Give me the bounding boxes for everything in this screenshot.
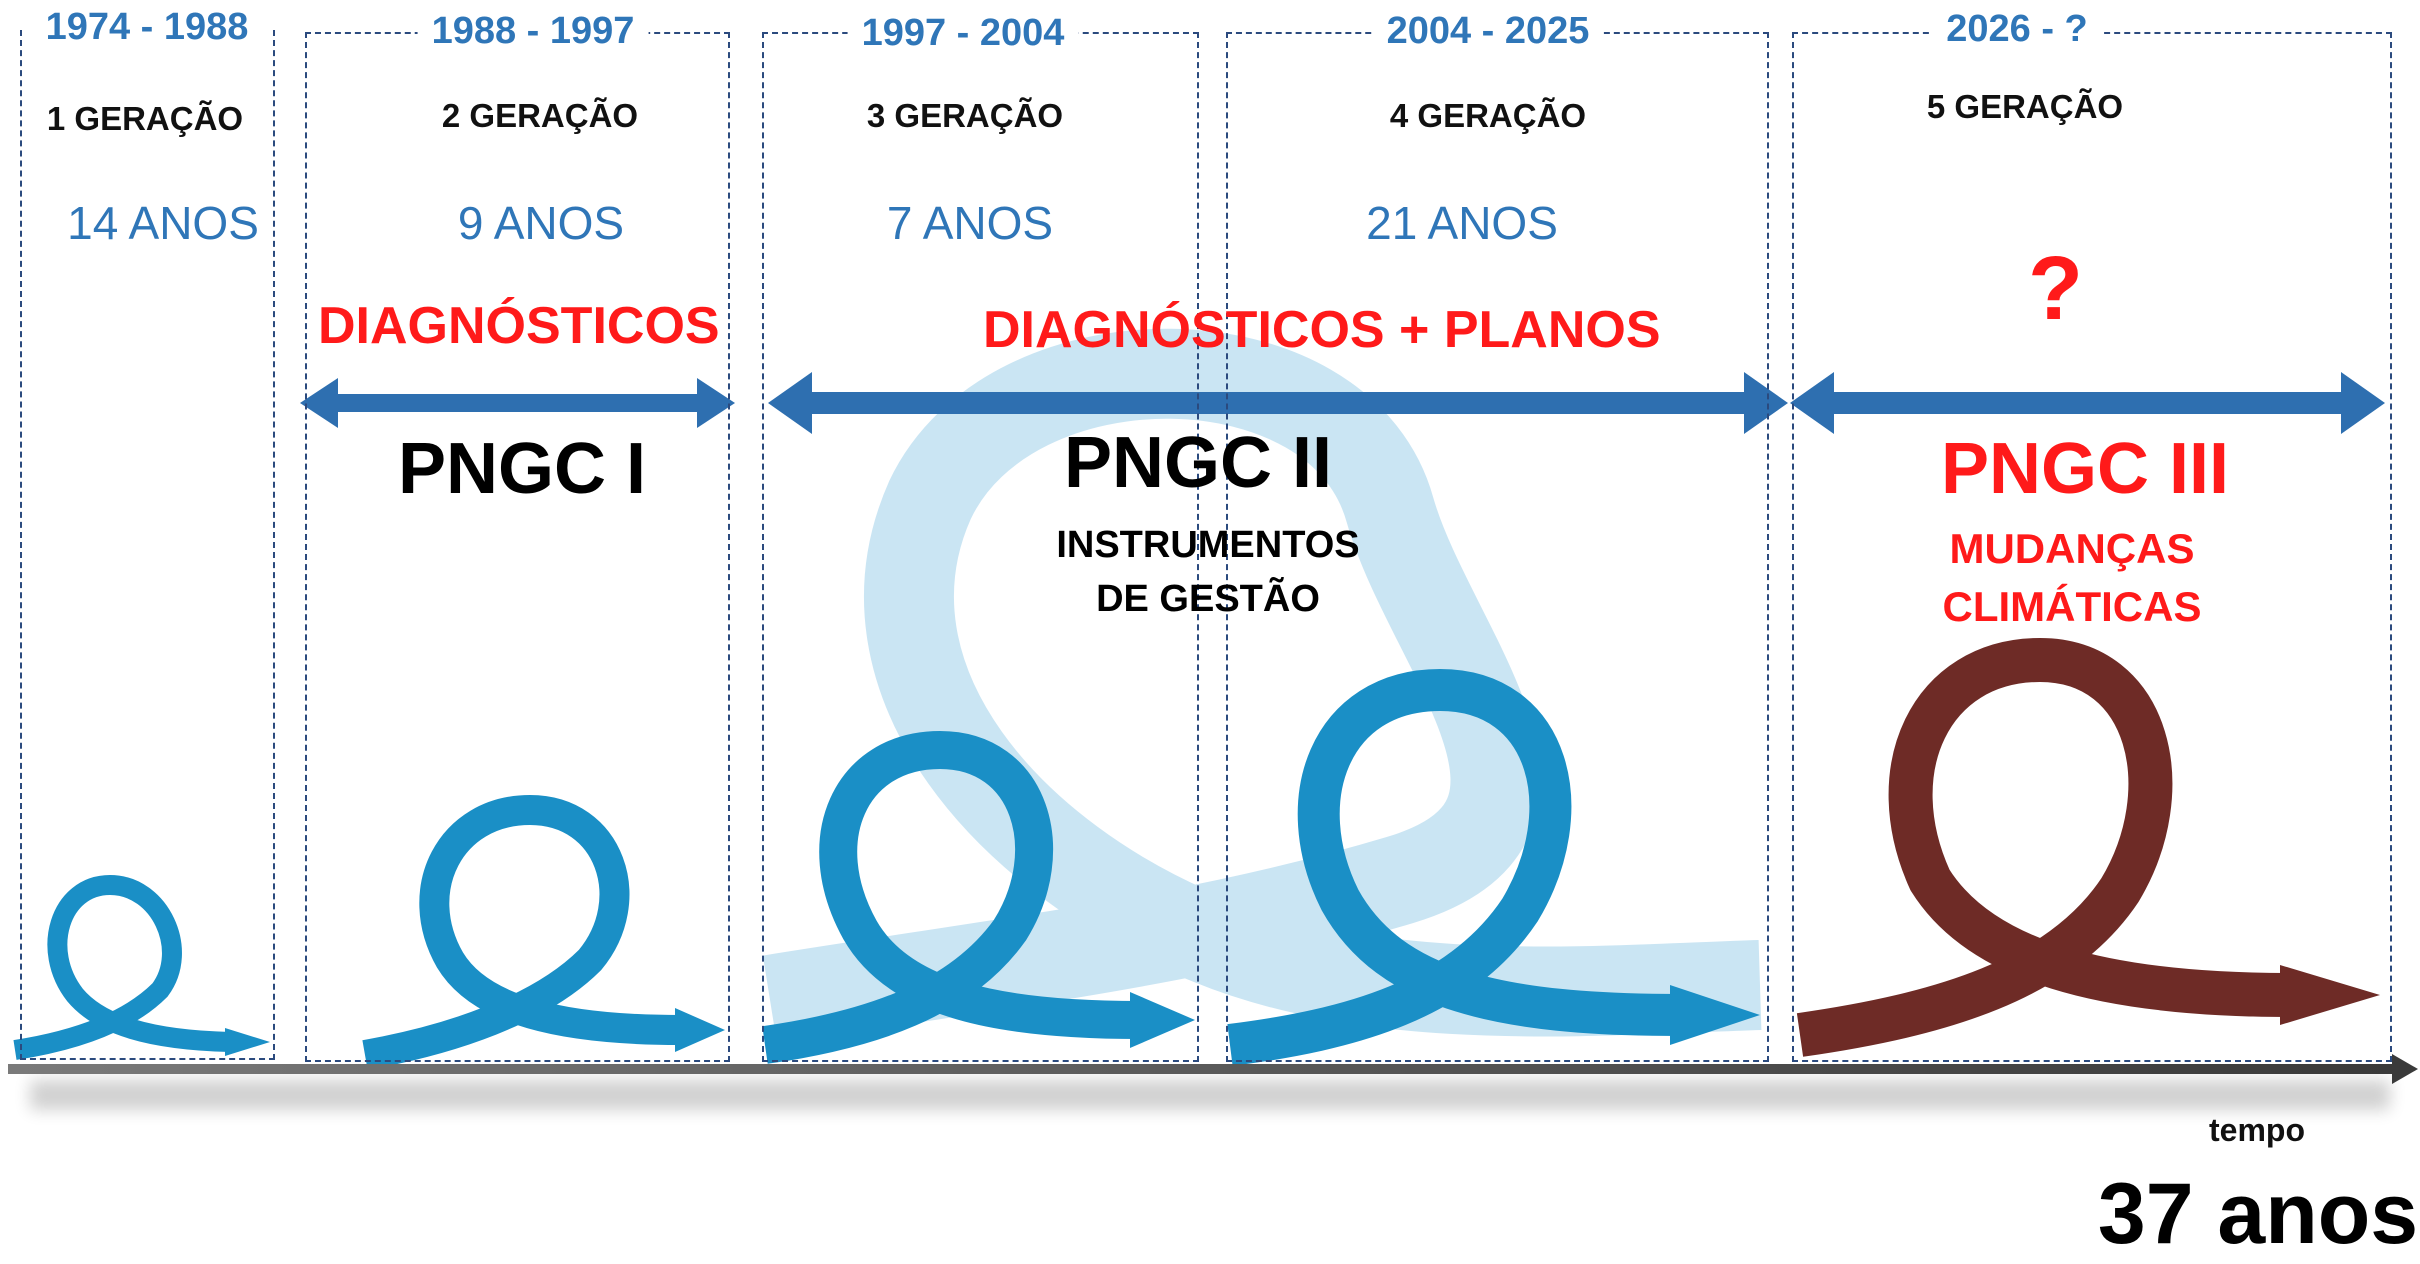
phase-arrow-diagnosticos-planos [768, 372, 1788, 434]
background-loop-icon [762, 328, 1762, 1045]
generation-1-loop-icon [13, 874, 270, 1060]
period-range-3: 1997 - 2004 [847, 12, 1079, 55]
duration-label-1: 14 ANOS [67, 197, 259, 249]
axis-total-duration: 37 anos [2097, 1166, 2419, 1262]
generation-3-loop-icon [762, 730, 1195, 1064]
phase-arrow-diagnosticos [300, 378, 735, 428]
unknown-future-mark: ? [2028, 239, 2083, 339]
generation-4-loop-icon [1227, 668, 1760, 1066]
plan-title-pngc-1: PNGC I [397, 429, 647, 509]
plan-subtitle-pngc-2: INSTRUMENTOS DE GESTÃO [1056, 518, 1359, 626]
generation-label-2: 2 GERAÇÃO [441, 97, 639, 134]
plan-subtitle-pngc-3: MUDANÇAS CLIMÁTICAS [1943, 520, 2202, 636]
phase-arrow-future [1790, 372, 2385, 434]
period-range-2: 1988 - 1997 [417, 10, 649, 53]
duration-label-2: 9 ANOS [457, 197, 625, 249]
period-panel-1 [20, 30, 275, 1060]
generation-label-5: 5 GERAÇÃO [1926, 88, 2124, 125]
axis-label-tempo: tempo [2209, 1112, 2305, 1148]
plan-subtitle-pngc-3-line1: MUDANÇAS [1949, 525, 2195, 572]
generation-2-loop-icon [362, 794, 725, 1070]
phase-label-diagnosticos-planos: DIAGNÓSTICOS + PLANOS [983, 301, 1661, 359]
plan-subtitle-pngc-2-line1: INSTRUMENTOS [1056, 524, 1360, 566]
generation-label-1: 1 GERAÇÃO [46, 100, 244, 137]
duration-label-4: 21 ANOS [1366, 197, 1558, 249]
period-range-5: 2026 - ? [1932, 8, 2102, 51]
phase-label-diagnosticos: DIAGNÓSTICOS [318, 297, 720, 355]
plan-title-pngc-2: PNGC II [1063, 423, 1333, 503]
plan-subtitle-pngc-2-line2: DE GESTÃO [1096, 578, 1320, 620]
generation-label-4: 4 GERAÇÃO [1389, 97, 1587, 134]
duration-label-3: 7 ANOS [886, 197, 1054, 249]
period-panel-2 [305, 32, 730, 1062]
plan-subtitle-pngc-3-line2: CLIMÁTICAS [1942, 583, 2202, 630]
plan-title-pngc-3: PNGC III [1940, 429, 2230, 509]
time-axis [8, 1054, 2418, 1084]
axis-shadow [30, 1080, 2390, 1110]
generation-label-3: 3 GERAÇÃO [866, 97, 1064, 134]
period-range-4: 2004 - 2025 [1372, 10, 1604, 53]
generation-5-loop-icon [1796, 637, 2380, 1057]
period-range-1: 1974 - 1988 [31, 6, 263, 49]
